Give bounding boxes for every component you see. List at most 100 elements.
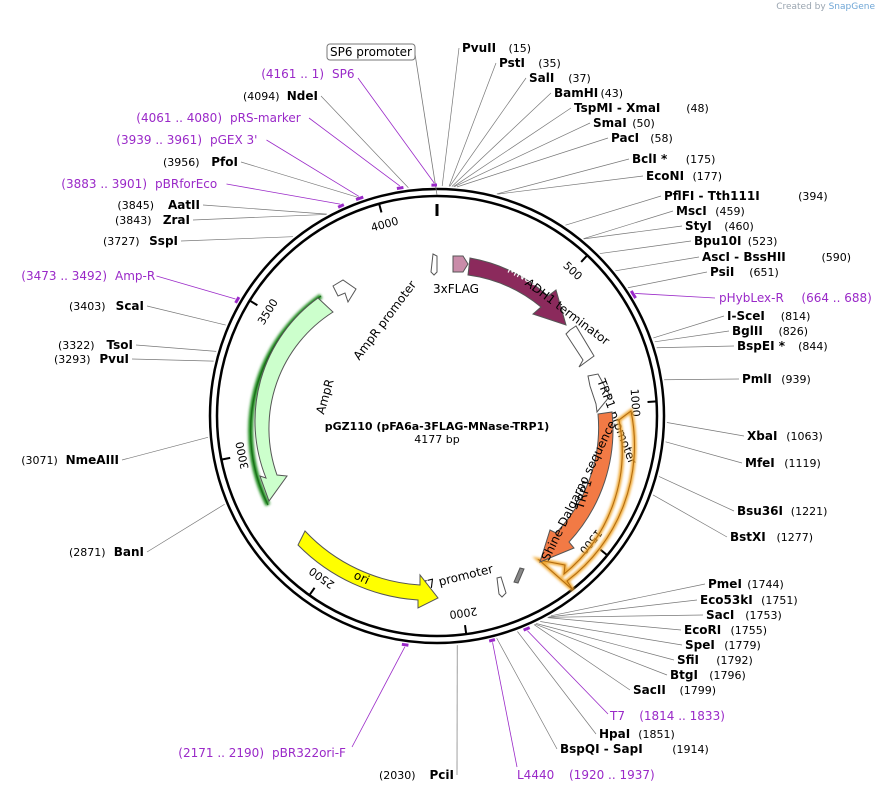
site-leader [583,225,683,240]
site-asci[interactable]: AscI - BssHII(590) [615,250,851,272]
site-saci[interactable]: SacI(1753) [548,608,782,622]
feature-trp1[interactable]: TRP1 [532,407,637,592]
site-position: (844) [798,340,828,353]
primer-prs-marker[interactable]: (4061 .. 4080)pRS-marker [136,111,404,190]
site-pmei[interactable]: PmeI(1744) [550,577,784,617]
plasmid-length: 4177 bp [414,433,459,446]
site-bspei[interactable]: BspEI *(844) [656,339,828,353]
site-bstxi[interactable]: BstXI(1277) [652,494,813,544]
site-name: NdeI [287,89,318,103]
tick-mark [464,625,468,635]
site-pvui[interactable]: PvuI(3293) [54,352,214,366]
site-position: (1119) [784,457,821,470]
credit-prefix: Created by [776,2,826,12]
feature-ampr-promoter[interactable]: AmpR promoter [332,278,419,363]
primer-sp6[interactable]: (4161 .. 1)SP6 [261,67,438,187]
primer-amp-r[interactable]: (3473 .. 3492)Amp-R [21,269,241,304]
site-bsu36i[interactable]: Bsu36I(1221) [658,476,827,518]
site-sfii[interactable]: SfiI(1792) [536,623,753,667]
tick-label: 3000 [233,440,251,470]
site-pvuii[interactable]: PvuII(15) [441,41,532,187]
site-tsoi[interactable]: TsoI(3322) [58,338,217,352]
site-psti[interactable]: PstI(35) [448,56,561,187]
site-position: (3956) [163,156,200,169]
site-leader [146,305,226,326]
site-psii[interactable]: PsiI(651) [627,265,779,289]
feature-3xflag[interactable]: 3xFLAG [430,253,479,296]
primer-pgex-3-[interactable]: (3939 .. 3961)pGEX 3' [116,133,364,202]
site-position: (1799) [680,684,717,697]
primer-pbr322ori-f[interactable]: (2171 .. 2190)pBR322ori-F [178,642,409,760]
site-pmli[interactable]: PmlI(939) [664,372,811,386]
primer-range: (4061 .. 4080) [136,111,222,125]
site-bglii[interactable]: BglII(826) [654,324,809,343]
site-position: (826) [779,325,809,338]
primer-t7[interactable]: T7(1814 .. 1833) [523,626,725,723]
site-name: SalI [529,71,554,85]
site-btgi[interactable]: BtgI(1796) [534,623,746,682]
primer-name: Amp-R [115,269,155,283]
feature-ori[interactable]: ori [297,530,439,609]
feature-ampr[interactable]: AmpR [248,293,337,507]
site-name: PsiI [710,265,734,279]
feature-shine-dalgarno[interactable]: Shine-Dalgarno sequence [513,418,619,584]
sp6-promoter-box[interactable]: SP6 promoter [326,43,438,196]
site-ndei[interactable]: NdeI(4094) [243,89,409,189]
tick-mark [378,203,383,213]
site-aatii[interactable]: AatII(3845) [117,198,327,215]
site-bpu10i[interactable]: Bpu10I(523) [599,234,778,254]
site-name: BspQI - SapI [560,742,643,756]
primer-leader [308,117,401,187]
site-name: Bpu10I [694,234,741,248]
site-name: PmeI [708,577,742,591]
site-name: ZraI [163,213,190,227]
site-i-scei[interactable]: I-SceI(814) [653,309,810,339]
primer-name: pGEX 3' [210,133,257,147]
site-scai[interactable]: ScaI(3403) [69,299,226,326]
primer-pbrforeco[interactable]: (3883 .. 3901)pBRforEco [61,177,345,209]
site-styi[interactable]: StyI(460) [583,219,754,240]
site-leader [456,137,609,188]
site-paci[interactable]: PacI(58) [456,131,673,188]
site-sacii[interactable]: SacII(1799) [533,624,717,697]
site-nmeaiii[interactable]: NmeAIII (3071) [21,436,209,467]
feature-adh1-terminator[interactable]: ADH1 terminator [522,276,612,368]
site-leader [583,210,674,240]
site-position: (3322) [58,339,95,352]
primer-range: (1814 .. 1833) [639,709,725,723]
site-msci[interactable]: MscI(459) [583,204,745,240]
site-sspi[interactable]: SspI(3727) [103,234,293,248]
site-ecori[interactable]: EcoRI(1755) [547,617,767,637]
primer-l4440[interactable]: L4440(1920 .. 1937) [488,638,655,782]
site-xbai[interactable]: XbaI(1063) [666,422,823,443]
tick-label: 3500 [255,297,281,328]
site-hpai[interactable]: HpaI(1851) [517,631,675,741]
site-pfoi[interactable]: PfoI(3956) [163,155,363,199]
site-name: BclI * [632,152,668,166]
site-leader [441,47,460,187]
site-name: EcoRI [684,623,721,637]
site-position: (43) [601,87,624,100]
site-eco53ki[interactable]: Eco53kI(1751) [548,593,798,618]
site-bspqi[interactable]: BspQI - SapI(1914) [496,637,709,756]
site-tspmi[interactable]: TspMI - XmaI(48) [453,101,709,187]
site-pflfi[interactable]: PflFI - Tth111I(394) [565,189,828,226]
site-zrai[interactable]: ZraI(3843) [115,213,327,227]
site-bani[interactable]: BanI(2871) [69,503,225,559]
site-position: (15) [509,42,532,55]
site-smai[interactable]: SmaI(50) [454,116,655,187]
site-position: (175) [686,153,716,166]
site-position: (3071) [21,454,58,467]
site-name: TspMI - XmaI [574,101,660,115]
primer-phyblex-r[interactable]: pHybLex-R(664 .. 688) [629,290,872,305]
site-econi[interactable]: EcoNI(177) [497,169,723,195]
site-position: (1792) [716,654,753,667]
site-pcii[interactable]: PciI(2030) [379,645,458,782]
site-bcli[interactable]: BclI * (175) [496,152,716,195]
site-spei[interactable]: SpeI(1779) [540,621,761,652]
site-name: SspI [149,234,178,248]
site-mfei[interactable]: MfeI(1119) [665,441,821,470]
site-name: NmeAIII [66,453,119,467]
site-bamhi[interactable]: BamHI(43) [451,86,624,187]
site-sali[interactable]: SalI(37) [449,71,591,187]
